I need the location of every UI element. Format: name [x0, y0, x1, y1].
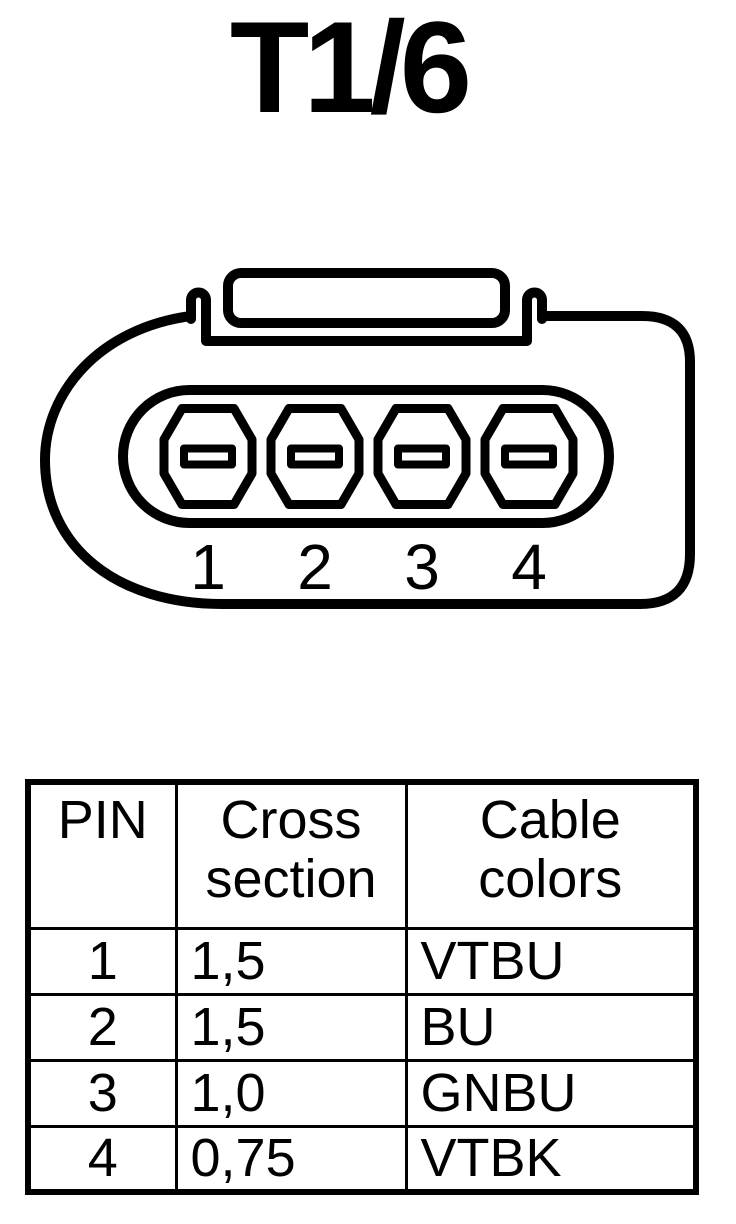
row-3-cable-colors: GNBU — [404, 1058, 698, 1128]
pin-number-labels: 1 2 3 4 — [190, 531, 547, 603]
pin-table-body: 1 1,5 VTBU 2 1,5 BU 3 1,0 GNBU 4 0,75 VT… — [26, 926, 698, 1194]
pin-3-slot — [394, 444, 450, 469]
pin-4-label: 4 — [511, 531, 547, 603]
latch-bracket — [186, 287, 547, 346]
row-3-cross-section: 1,0 — [174, 1058, 408, 1128]
row-2-cross-section: 1,5 — [174, 992, 408, 1062]
pin-3-contact — [373, 404, 471, 509]
row-1-cross-section: 1,5 — [174, 926, 408, 996]
latch-tab — [223, 268, 510, 328]
row-2-pin: 2 — [26, 992, 178, 1062]
header-cross-section: Cross section — [174, 780, 408, 930]
pin-table-header: PIN Cross section Cable colors — [26, 780, 698, 930]
row-4-cable-colors: VTBK — [404, 1124, 698, 1194]
row-4-pin: 4 — [26, 1124, 178, 1194]
pin-contacts — [159, 404, 578, 509]
row-2-cable-colors: BU — [404, 992, 698, 1062]
table-header-row: PIN Cross section Cable colors — [26, 780, 698, 930]
pin-4-slot — [501, 444, 557, 469]
table-row: 2 1,5 BU — [26, 992, 698, 1062]
row-3-pin: 3 — [26, 1058, 178, 1128]
pin-1-label: 1 — [190, 531, 226, 603]
header-pin: PIN — [26, 780, 178, 930]
row-4-cross-section: 0,75 — [174, 1124, 408, 1194]
pin-2-contact — [266, 404, 364, 509]
row-1-pin: 1 — [26, 926, 178, 996]
table-row: 4 0,75 VTBK — [26, 1124, 698, 1194]
row-1-cable-colors: VTBU — [404, 926, 698, 996]
pin-table: PIN Cross section Cable colors 1 1,5 VTB… — [25, 779, 699, 1195]
table-row: 3 1,0 GNBU — [26, 1058, 698, 1128]
table-row: 1 1,5 VTBU — [26, 926, 698, 996]
pin-2-slot — [287, 444, 343, 469]
header-cable-colors: Cable colors — [404, 780, 698, 930]
page-title: T1/6 — [229, 0, 472, 140]
pin-4-contact — [480, 404, 578, 509]
connector-diagram: 1 2 3 4 — [40, 268, 695, 609]
pin-2-label: 2 — [297, 531, 333, 603]
pin-3-label: 3 — [404, 531, 440, 603]
pin-1-contact — [159, 404, 257, 509]
pin-1-slot — [180, 444, 236, 469]
